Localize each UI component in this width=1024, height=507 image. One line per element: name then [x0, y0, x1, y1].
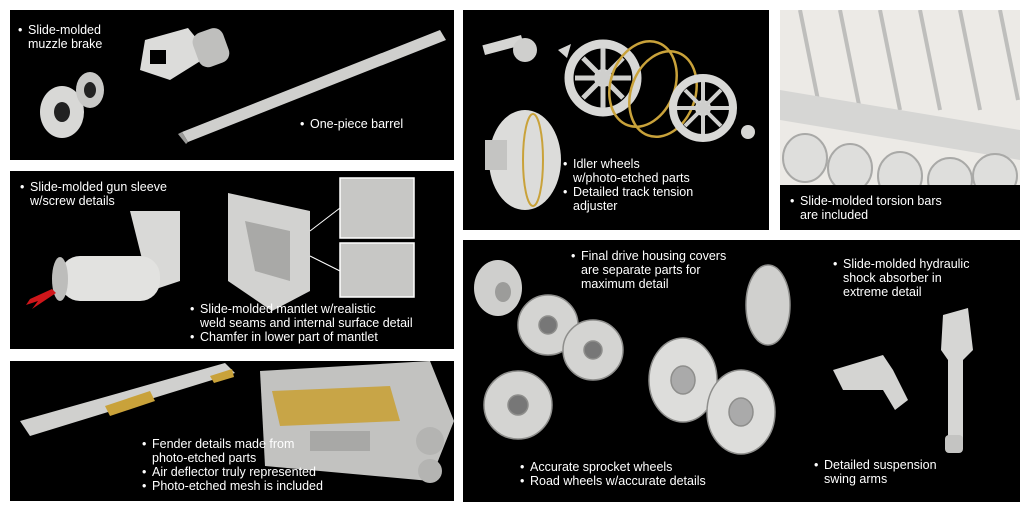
caption-fender: Fender details made from photo-etched pa…	[142, 437, 323, 493]
muzzle-brake-part	[140, 28, 230, 80]
ring-parts	[40, 72, 104, 138]
idler-wheel-illustration	[482, 34, 755, 210]
shock-absorber-part	[941, 308, 973, 453]
fender-illustration	[20, 361, 454, 483]
final-drive-cover-part	[474, 260, 522, 316]
muzzle-barrel-illustration	[40, 28, 446, 144]
gun-sleeve-illustration	[26, 177, 415, 311]
running-gear-illustration	[474, 260, 973, 455]
panel-fender: Fender details made from photo-etched pa…	[10, 361, 454, 501]
swing-arm-part	[833, 355, 908, 410]
idler-wheel-rim-right	[669, 74, 755, 142]
caption-gun-sleeve: Slide-molded gun sleeve w/screw details	[20, 180, 167, 208]
road-wheels	[648, 264, 791, 455]
gun-sleeve-part	[52, 211, 180, 301]
caption-barrel: One-piece barrel	[300, 117, 403, 131]
hull-deck-part	[260, 361, 454, 483]
fender-part	[20, 363, 235, 436]
panel-torsion-bars: Slide-molded torsion bars are included	[780, 10, 1020, 230]
caption-idler: Idler wheels w/photo-etched parts Detail…	[563, 157, 693, 213]
sprocket-wheels	[483, 294, 624, 440]
panel-muzzle-brake: Slide-molded muzzle brake One-piece barr…	[10, 10, 454, 160]
caption-shock-absorber: Slide-molded hydraulic shock absorber in…	[833, 257, 969, 299]
caption-mantlet: Slide-molded mantlet w/realistic weld se…	[190, 302, 413, 344]
panel-idler-wheels: Idler wheels w/photo-etched parts Detail…	[463, 10, 769, 230]
hull-floor	[780, 90, 1020, 160]
caption-sprocket-road: Accurate sprocket wheels Road wheels w/a…	[520, 460, 706, 488]
barrel-part	[178, 30, 446, 144]
assembled-idler-wheel	[485, 110, 561, 210]
idler-wheel-rim-left	[564, 39, 642, 117]
detail-inset-frames	[309, 177, 415, 298]
mantlet-part	[228, 193, 310, 311]
caption-muzzle-brake: Slide-molded muzzle brake	[18, 23, 102, 51]
track-adjuster-part	[482, 34, 571, 62]
caption-torsion: Slide-molded torsion bars are included	[790, 194, 942, 222]
panel-running-gear: Final drive housing covers are separate …	[463, 240, 1020, 502]
caption-swing-arms: Detailed suspension swing arms	[814, 458, 937, 486]
torsion-bars	[798, 10, 1020, 111]
torsion-bar-illustration	[780, 10, 1020, 203]
red-arrow	[26, 289, 56, 309]
caption-final-drive: Final drive housing covers are separate …	[571, 249, 726, 291]
panel-gun-sleeve: Slide-molded gun sleeve w/screw details …	[10, 171, 454, 349]
